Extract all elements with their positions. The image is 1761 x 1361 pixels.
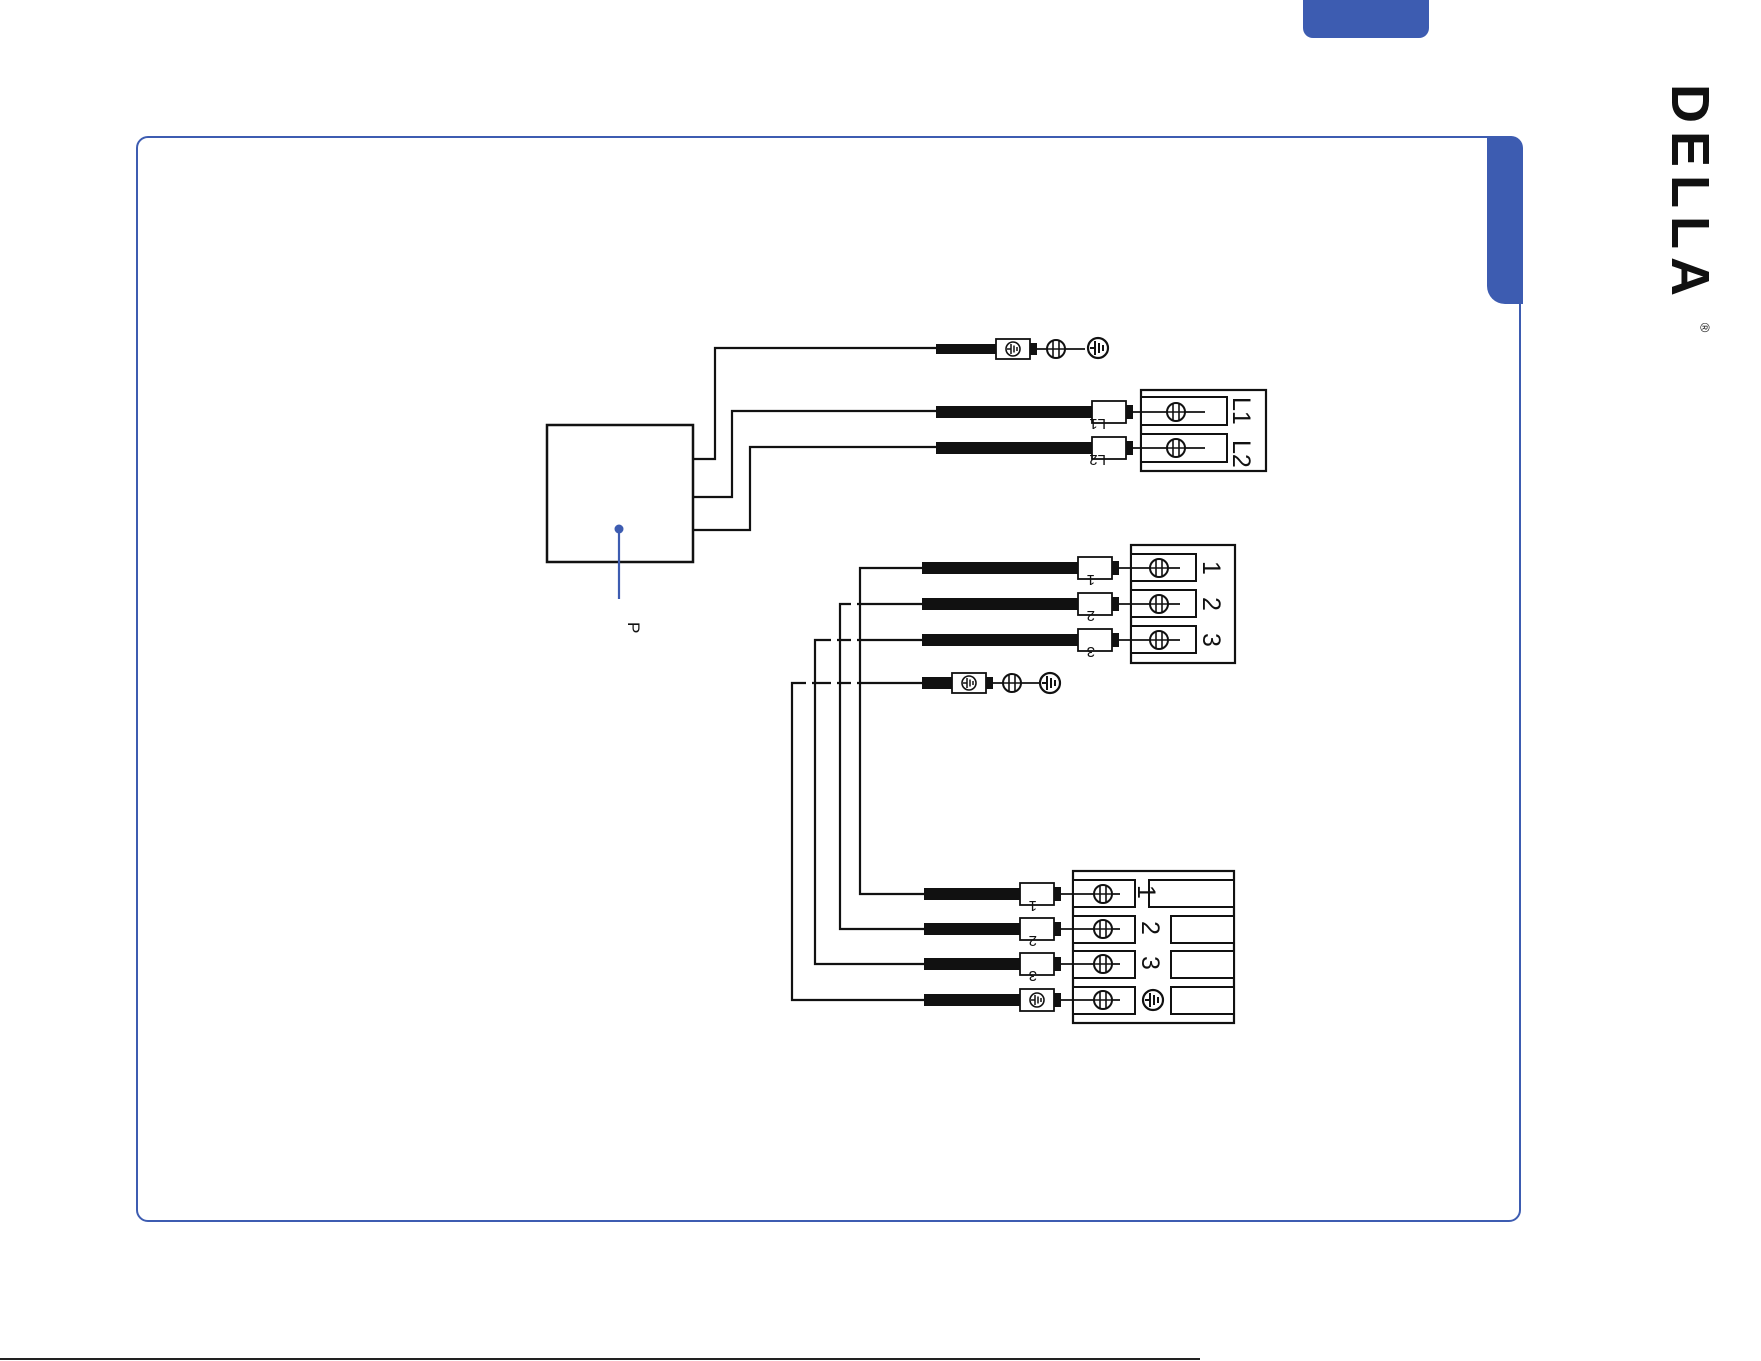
tag-ground-icon [962, 676, 976, 690]
svg-text:3: 3 [1087, 643, 1095, 660]
screw-icon [1167, 403, 1185, 421]
bottom-label-1: 1 [1132, 885, 1160, 899]
svg-text:2: 2 [1029, 932, 1037, 949]
middle-label-2: 2 [1197, 597, 1225, 611]
screw-icon [1094, 885, 1112, 903]
middle-ground-lead [922, 673, 1060, 693]
link-wire-1 [860, 568, 924, 894]
middle-label-1: 1 [1197, 561, 1225, 575]
supply-label-l1: L1 [1227, 397, 1255, 425]
screw-icon [1003, 674, 1021, 692]
svg-text:1: 1 [1087, 571, 1095, 588]
bottom-rule [0, 1358, 1200, 1360]
l1-tag-label: L1 [1089, 415, 1106, 432]
wire-crossings [806, 600, 857, 687]
screw-icon [1150, 595, 1168, 613]
svg-text:2: 2 [1087, 607, 1095, 624]
l2-tag-label: L2 [1089, 451, 1106, 468]
middle-label-3: 3 [1197, 633, 1225, 647]
screw-icon [1047, 340, 1065, 358]
screw-icon [1150, 559, 1168, 577]
link-wire-2 [840, 604, 924, 929]
tag-ground-icon [1006, 342, 1020, 356]
svg-text:3: 3 [1029, 967, 1037, 984]
pointer-label: P [624, 622, 643, 633]
screw-icon [1094, 955, 1112, 973]
screw-icon [1167, 439, 1185, 457]
screw-icon [1150, 631, 1168, 649]
supply-label-l2: L2 [1227, 440, 1255, 468]
svg-text:1: 1 [1029, 897, 1037, 914]
top-ground-lead [936, 338, 1108, 359]
ground-icon [1088, 338, 1108, 358]
bottom-label-3: 3 [1136, 956, 1164, 970]
supply-terminal: L1 L2 [1141, 390, 1266, 471]
ground-icon [1143, 990, 1163, 1010]
screw-icon [1094, 991, 1112, 1009]
tag-ground-icon [1030, 993, 1044, 1007]
bottom-label-2: 2 [1136, 921, 1164, 935]
ground-icon [1040, 673, 1060, 693]
link-wire-3 [815, 640, 924, 964]
link-wire-ground [792, 683, 924, 1000]
l1-wire [693, 411, 936, 497]
screw-icon [1094, 920, 1112, 938]
l2-wire [693, 447, 936, 530]
ground-wire-top [693, 348, 936, 459]
